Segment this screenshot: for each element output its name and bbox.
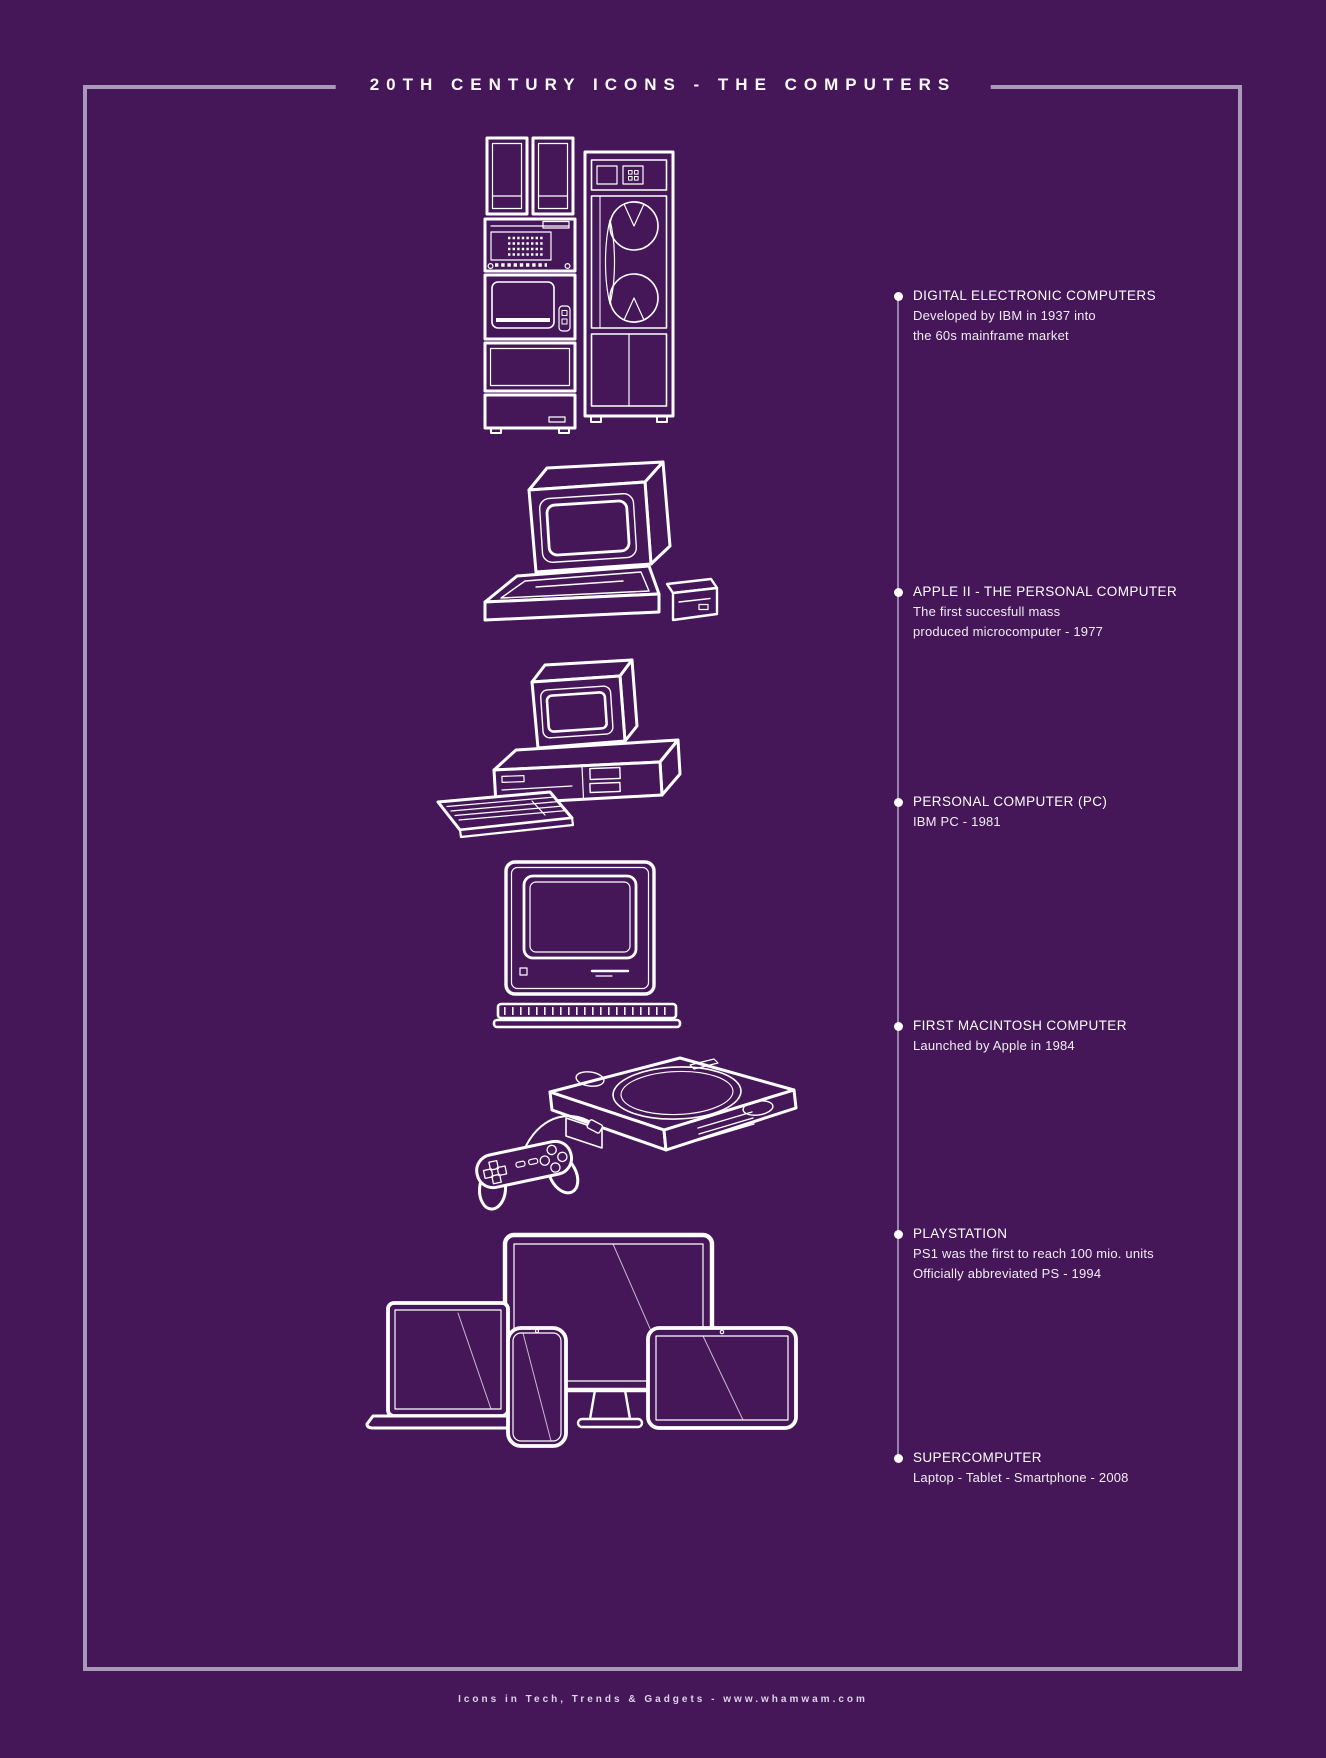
- timeline-entry: PLAYSTATION PS1 was the first to reach 1…: [913, 1224, 1213, 1284]
- timeline-entry: DIGITAL ELECTRONIC COMPUTERS Developed b…: [913, 286, 1213, 346]
- apple-ii-icon: [473, 452, 719, 642]
- modern-devices-icon: [363, 1228, 808, 1458]
- macintosh-icon: [492, 858, 682, 1030]
- apple-ii-illustration: [483, 460, 719, 622]
- timeline-dot: [894, 797, 903, 807]
- entry-heading: PERSONAL COMPUTER (PC): [913, 794, 1108, 809]
- timeline-entry: PERSONAL COMPUTER (PC) IBM PC - 1981: [913, 792, 1213, 832]
- timeline-entry: APPLE II - THE PERSONAL COMPUTER The fir…: [913, 582, 1213, 642]
- timeline-dot: [894, 291, 903, 301]
- entry-heading: APPLE II - THE PERSONAL COMPUTER: [913, 584, 1178, 599]
- macintosh-illustration: [492, 860, 682, 1029]
- ibm-pc-icon: [432, 652, 694, 852]
- playstation-icon: [462, 1052, 807, 1211]
- entry-heading: SUPERCOMPUTER: [913, 1450, 1042, 1465]
- entry-heading: FIRST MACINTOSH COMPUTER: [913, 1018, 1127, 1033]
- poster-title: 20TH CENTURY ICONS - THE COMPUTERS: [335, 75, 991, 95]
- playstation-illustration: [475, 1056, 798, 1211]
- entry-desc: PS1 was the first to reach 100 mio. unit…: [913, 1246, 1154, 1281]
- timeline-dot: [894, 587, 903, 597]
- entry-desc: Laptop - Tablet - Smartphone - 2008: [913, 1470, 1129, 1485]
- timeline-line: [897, 296, 899, 1458]
- ibm-pc-illustration: [436, 658, 682, 839]
- timeline-dot: [894, 1453, 903, 1463]
- entry-desc: Developed by IBM in 1937 into the 60s ma…: [913, 308, 1096, 343]
- entry-desc: Launched by Apple in 1984: [913, 1038, 1075, 1053]
- timeline-dot: [894, 1021, 903, 1031]
- timeline-entry: SUPERCOMPUTER Laptop - Tablet - Smartpho…: [913, 1448, 1213, 1488]
- timeline-dot: [894, 1229, 903, 1239]
- mainframe-icon: [483, 122, 675, 436]
- modern-devices-illustration: [365, 1232, 798, 1448]
- entry-heading: PLAYSTATION: [913, 1226, 1008, 1241]
- poster-footer: Icons in Tech, Trends & Gadgets - www.wh…: [458, 1694, 868, 1705]
- mainframe-illustration: [483, 136, 675, 434]
- timeline-entry: FIRST MACINTOSH COMPUTER Launched by App…: [913, 1016, 1213, 1056]
- entry-desc: IBM PC - 1981: [913, 814, 1001, 829]
- entry-desc: The first succesfull mass produced micro…: [913, 604, 1104, 639]
- entry-heading: DIGITAL ELECTRONIC COMPUTERS: [913, 288, 1156, 303]
